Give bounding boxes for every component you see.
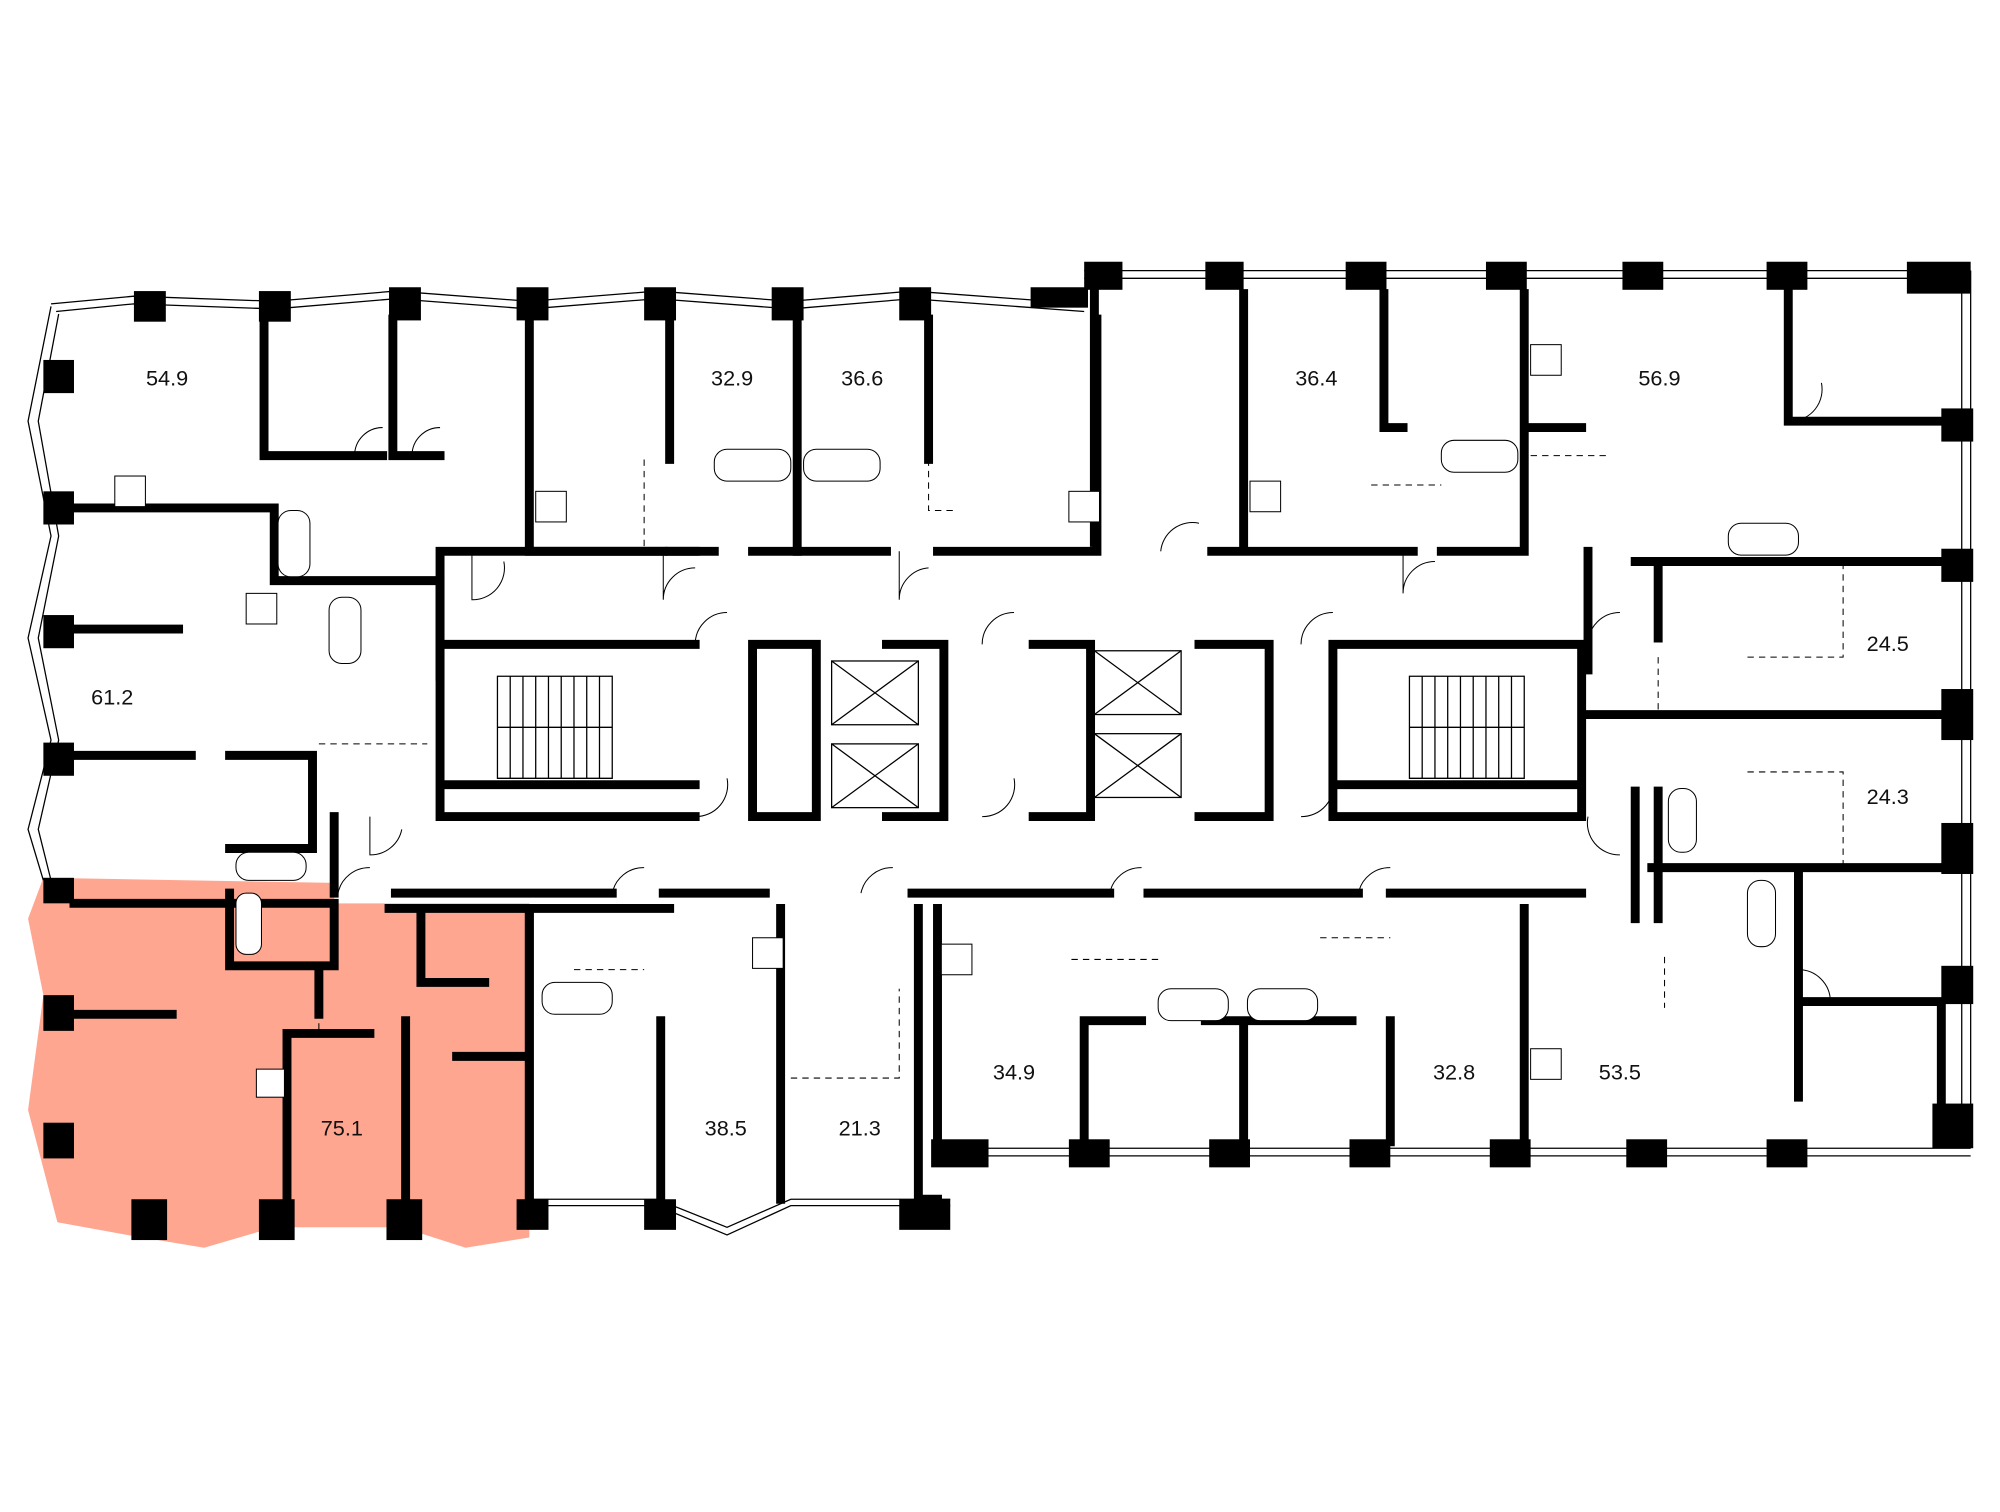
apartment-area-label[interactable]: 21.3 [839, 1115, 881, 1140]
stairs [496, 675, 1525, 779]
apartment-area-label[interactable]: 32.8 [1433, 1059, 1475, 1084]
apartment-area-label[interactable]: 56.9 [1638, 365, 1680, 390]
elevators [830, 650, 1182, 809]
apartment-area-label[interactable]: 34.9 [993, 1059, 1035, 1084]
doors [318, 382, 1844, 1079]
apartment-labels: 54.9 32.9 36.6 36.4 56.9 61.2 24.5 24.3 … [91, 365, 1909, 1140]
apartment-75-1-highlight[interactable] [28, 877, 530, 1248]
apartment-area-label[interactable]: 53.5 [1599, 1059, 1641, 1084]
apartment-area-label[interactable]: 36.6 [841, 365, 883, 390]
apartment-area-label[interactable]: 24.5 [1867, 631, 1909, 656]
apartment-area-label[interactable]: 24.3 [1867, 784, 1909, 809]
kitchen-stoves [114, 344, 1562, 1098]
selected-apartment-area-label[interactable]: 75.1 [321, 1115, 363, 1140]
apartment-area-label[interactable]: 54.9 [146, 365, 188, 390]
apartment-area-label[interactable]: 38.5 [705, 1115, 747, 1140]
apartment-area-label[interactable]: 32.9 [711, 365, 753, 390]
bathroom-fixtures [235, 439, 1799, 1022]
apartment-area-label[interactable]: 36.4 [1295, 365, 1337, 390]
apartment-area-label[interactable]: 61.2 [91, 684, 133, 709]
